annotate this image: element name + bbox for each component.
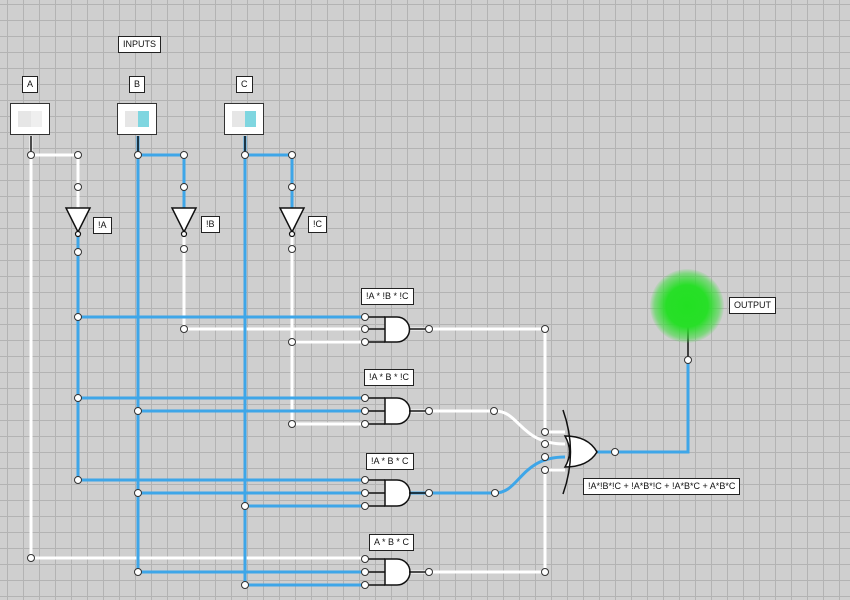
and-gate-term1[interactable]	[384, 316, 411, 343]
active-wires	[76, 136, 690, 587]
not-gate-b[interactable]	[170, 207, 198, 238]
inputs-label: INPUTS	[118, 36, 162, 53]
wire-c-trunk	[243, 136, 365, 587]
switch-c-knob	[245, 111, 256, 127]
switch-b[interactable]	[117, 103, 157, 135]
output-label: OUTPUT	[729, 297, 776, 314]
stubs	[30, 136, 689, 360]
output-bulb	[650, 269, 724, 343]
not-c-label: !C	[308, 216, 327, 233]
term2-label: !A * B * !C	[364, 369, 415, 386]
wire-not-b-out	[182, 236, 365, 331]
wire-term1-out	[410, 327, 565, 434]
input-a-label: A	[22, 76, 39, 93]
wire-a-trunk	[29, 136, 365, 560]
input-c-label: C	[236, 76, 253, 93]
wire-term4-out	[410, 468, 565, 574]
term1-label: !A * !B * !C	[361, 288, 414, 305]
expression-label: !A*!B*!C + !A*B*!C + !A*B*C + A*B*C	[583, 478, 741, 495]
and-gate-term4[interactable]	[384, 558, 411, 586]
or-gate[interactable]	[562, 409, 598, 495]
wire-term3-out	[410, 455, 566, 495]
and-gate-term2[interactable]	[384, 397, 411, 425]
wire-term2-out	[410, 409, 566, 446]
switch-c[interactable]	[224, 103, 264, 135]
switch-a-knob	[31, 111, 42, 127]
wire-b-to-not-b	[138, 153, 186, 210]
switch-b-knob	[138, 111, 149, 127]
switch-a[interactable]	[10, 103, 50, 135]
wire-or-out	[596, 360, 690, 454]
wire-a-to-not-a	[31, 153, 80, 210]
connection-nodes	[27, 151, 692, 589]
not-gate-a[interactable]	[64, 207, 92, 238]
term4-label: A * B * C	[369, 534, 415, 551]
and-gate-term3[interactable]	[384, 479, 411, 507]
not-a-label: !A	[93, 217, 112, 234]
not-gate-c[interactable]	[278, 207, 306, 238]
not-b-label: !B	[201, 216, 220, 233]
input-b-label: B	[129, 76, 146, 93]
wire-c-to-not-c	[245, 153, 294, 210]
wire-not-a-out	[76, 236, 365, 482]
term3-label: !A * B * C	[366, 453, 414, 470]
